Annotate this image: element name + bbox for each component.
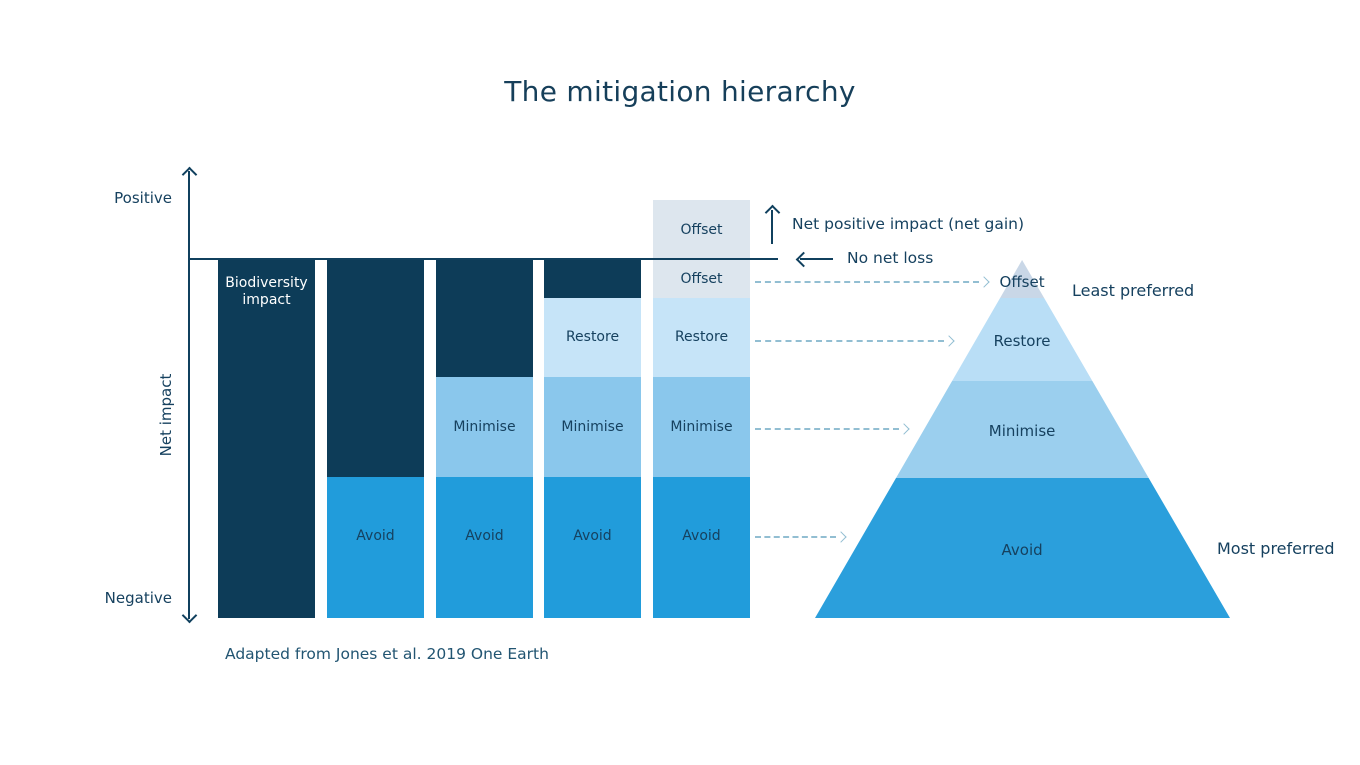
segment-label: Restore xyxy=(674,329,729,345)
axis-label-negative: Negative xyxy=(104,589,172,607)
least-preferred-label: Least preferred xyxy=(1072,281,1195,300)
no-net-loss-arrow-icon xyxy=(795,251,812,268)
axis-arrow-down-icon xyxy=(181,607,198,624)
dashed-arrow-restore xyxy=(755,340,944,342)
segment-label: Biodiversity impact xyxy=(225,275,308,308)
no-net-loss-label: No net loss xyxy=(847,249,934,267)
net-impact-axis-line xyxy=(188,171,190,619)
no-net-loss-line xyxy=(188,258,778,260)
net-gain-label: Net positive impact (net gain) xyxy=(792,215,1025,233)
pyramid-tier-label: Offset xyxy=(999,273,1045,291)
segment-label: Avoid xyxy=(682,528,721,544)
bar-5-segment-offset: Offset xyxy=(653,260,750,298)
bar-5-segment-avoid: Avoid xyxy=(653,477,750,618)
dashed-arrow-avoid xyxy=(755,536,836,538)
dashed-arrowhead-offset-icon xyxy=(978,276,990,288)
pyramid-tier-label: Avoid xyxy=(1001,541,1043,559)
page-title: The mitigation hierarchy xyxy=(504,75,856,108)
segment-label: Avoid xyxy=(465,528,504,544)
bar-3-segment-avoid: Avoid xyxy=(436,477,533,618)
bar-4-segment-impact xyxy=(544,260,641,298)
dashed-arrowhead-restore-icon xyxy=(943,335,955,347)
segment-label: Offset xyxy=(680,270,723,287)
pyramid-tier-avoid xyxy=(815,478,1230,618)
bar-4-segment-minimise: Minimise xyxy=(544,377,641,477)
segment-label: Minimise xyxy=(453,418,516,435)
segment-label: Offset xyxy=(680,221,723,238)
segment-label: Minimise xyxy=(670,418,733,435)
axis-label-net-impact: Net impact xyxy=(157,373,175,457)
bar-1-segment-impact: Biodiversity impact xyxy=(218,260,315,618)
segment-label: Avoid xyxy=(573,528,612,544)
net-gain-arrow-line xyxy=(771,210,773,244)
most-preferred-label: Most preferred xyxy=(1217,539,1335,558)
bar-5-segment-restore: Restore xyxy=(653,298,750,377)
dashed-arrow-minimise xyxy=(755,428,899,430)
bar-4-segment-restore: Restore xyxy=(544,298,641,377)
segment-label: Avoid xyxy=(356,528,395,544)
pyramid-tier-label: Minimise xyxy=(988,422,1056,440)
segment-label: Restore xyxy=(565,329,620,345)
segment-label: Minimise xyxy=(561,418,624,435)
dashed-arrowhead-avoid-icon xyxy=(835,531,847,543)
no-net-loss-arrow-line xyxy=(800,258,833,260)
bar-3-segment-minimise: Minimise xyxy=(436,377,533,477)
bar-2-segment-avoid: Avoid xyxy=(327,477,424,618)
bar-5-segment-minimise: Minimise xyxy=(653,377,750,477)
net-gain-arrow-icon xyxy=(764,204,781,221)
axis-arrow-up-icon xyxy=(181,166,198,183)
pyramid-tier-label: Restore xyxy=(993,332,1051,350)
bar-2-segment-impact xyxy=(327,260,424,477)
attribution-text: Adapted from Jones et al. 2019 One Earth xyxy=(225,645,549,663)
bar-3-segment-impact xyxy=(436,260,533,377)
bar-4-segment-avoid: Avoid xyxy=(544,477,641,618)
bar-5-segment-offset: Offset xyxy=(653,200,750,260)
dashed-arrowhead-minimise-icon xyxy=(898,423,910,435)
axis-label-positive: Positive xyxy=(114,189,172,207)
dashed-arrow-offset xyxy=(755,281,979,283)
